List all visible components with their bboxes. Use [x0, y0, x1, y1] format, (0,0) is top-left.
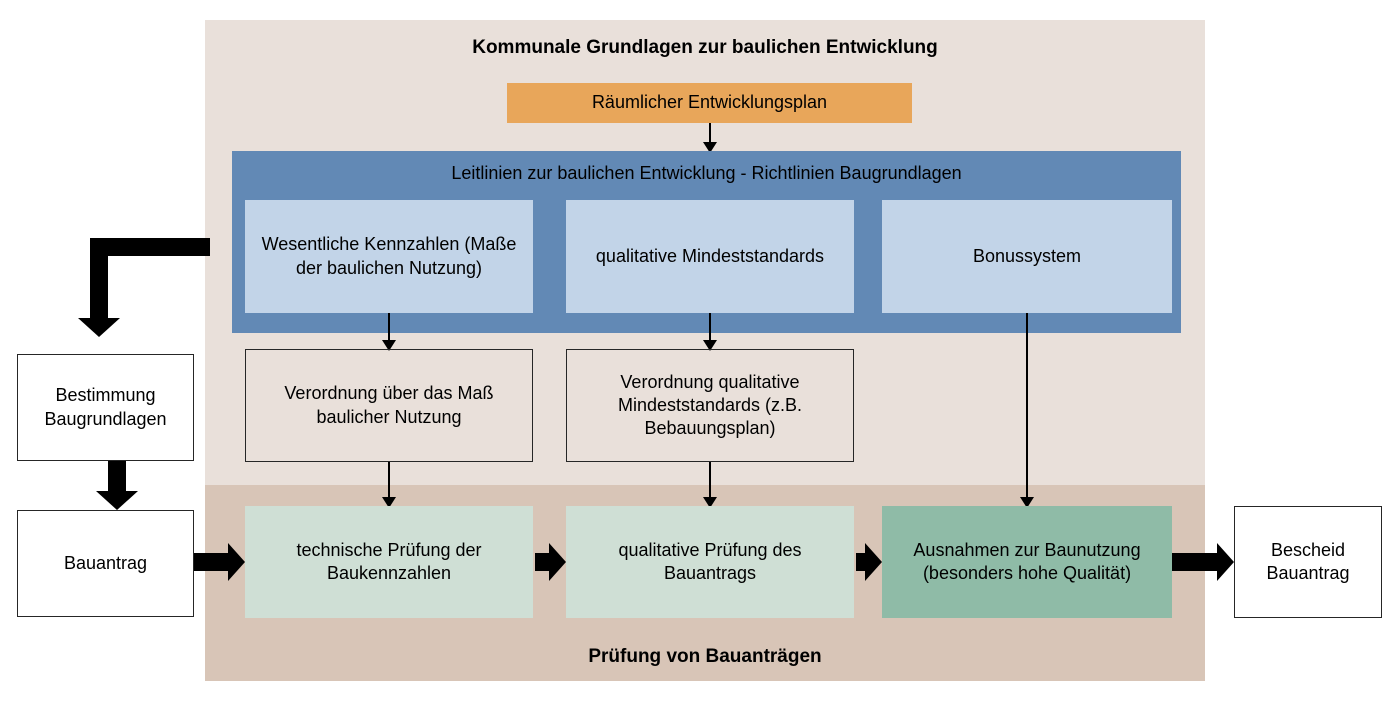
arrow-shaft	[194, 553, 228, 571]
box-bestimmung-baugrundlagen[interactable]: Bestimmung Baugrundlagen	[17, 354, 194, 461]
arrow-shaft	[709, 123, 711, 152]
arrow-bonussystem-to-ausnahmen	[1020, 313, 1034, 508]
box-ausnahmen-zur-baunutzung[interactable]: Ausnahmen zur Baunutzung (besonders hohe…	[882, 506, 1172, 618]
arrow-shaft	[1172, 553, 1217, 571]
box-bonussystem[interactable]: Bonussystem	[882, 200, 1172, 313]
box-raeumlicher-entwicklungsplan[interactable]: Räumlicher Entwicklungsplan	[507, 83, 912, 123]
arrow-shaft	[108, 461, 126, 492]
arrow-head-icon	[382, 497, 396, 508]
box-wesentliche-kennzahlen[interactable]: Wesentliche Kennzahlen (Maße der baulich…	[245, 200, 533, 313]
arrow-verordnung-mass-to-technische-pruefung	[382, 462, 396, 508]
arrow-bestimmung-to-bauantrag	[96, 461, 138, 510]
arrow-shaft	[856, 553, 865, 571]
arrow-leitlinien-to-bestimmung	[78, 238, 210, 356]
arrow-kennzahlen-to-verordnung-mass	[382, 313, 396, 351]
arrow-shaft	[388, 462, 390, 507]
arrow-head-icon	[703, 142, 717, 153]
arrow-qualitative-pruefung-to-ausnahmen	[856, 543, 882, 581]
arrow-head-icon	[78, 318, 120, 337]
arrow-mindeststandards-to-verordnung-qualitativ	[703, 313, 717, 351]
section-title-kommunale-grundlagen: Kommunale Grundlagen zur baulichen Entwi…	[472, 37, 938, 58]
arrow-shaft	[1026, 313, 1028, 507]
box-qualitative-mindeststandards[interactable]: qualitative Mindeststandards	[566, 200, 854, 313]
panel-leitlinien-title: Leitlinien zur baulichen Entwicklung - R…	[451, 163, 962, 183]
arrow-shaft	[388, 313, 390, 350]
arrow-segment-vertical	[90, 238, 108, 319]
arrow-head-icon	[703, 340, 717, 351]
box-verordnung-mass-baulicher-nutzung[interactable]: Verordnung über das Maß baulicher Nutzun…	[245, 349, 533, 462]
arrow-head-icon	[703, 497, 717, 508]
box-technische-pruefung-baukennzahlen[interactable]: technische Prüfung der Baukennzahlen	[245, 506, 533, 618]
arrow-technische-to-qualitative-pruefung	[535, 543, 566, 581]
arrow-head-icon	[228, 543, 245, 581]
section-title-pruefung-bauantraege: Prüfung von Bauanträgen	[588, 646, 822, 667]
box-bauantrag[interactable]: Bauantrag	[17, 510, 194, 617]
arrow-head-icon	[1020, 497, 1034, 508]
box-verordnung-qualitative-mindeststandards[interactable]: Verordnung qualitative Mindeststandards …	[566, 349, 854, 462]
arrow-shaft	[709, 313, 711, 350]
box-qualitative-pruefung-bauantrags[interactable]: qualitative Prüfung des Bauantrags	[566, 506, 854, 618]
arrow-shaft	[535, 553, 549, 571]
box-bescheid-bauantrag[interactable]: Bescheid Bauantrag	[1234, 506, 1382, 618]
arrow-head-icon	[382, 340, 396, 351]
arrow-head-icon	[549, 543, 566, 581]
arrow-segment-horizontal	[98, 238, 210, 256]
arrow-head-icon	[1217, 543, 1234, 581]
arrow-head-icon	[865, 543, 882, 581]
arrow-head-icon	[96, 491, 138, 510]
arrow-plan-to-leitlinien	[703, 123, 717, 153]
arrow-ausnahmen-to-bescheid	[1172, 543, 1234, 581]
arrow-verordnung-qualitativ-to-qualitative-pruefung	[703, 462, 717, 508]
arrow-bauantrag-to-technische-pruefung	[194, 543, 245, 581]
arrow-shaft	[709, 462, 711, 507]
